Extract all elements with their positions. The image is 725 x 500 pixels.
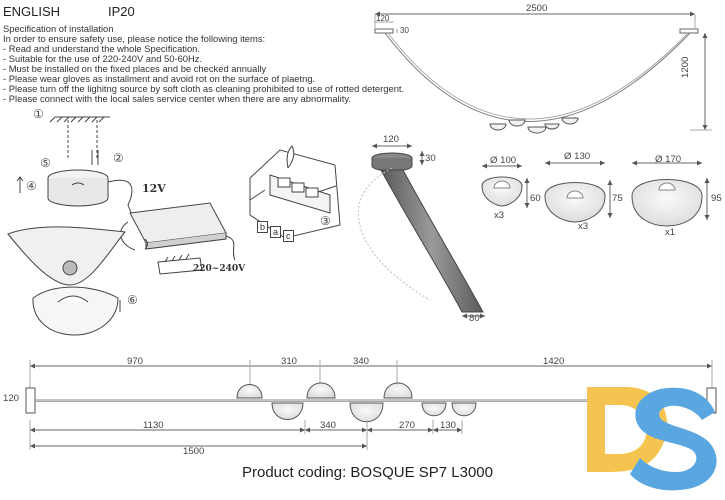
shade-diameter: Ø 130 (564, 151, 591, 162)
ds-logo (587, 387, 717, 491)
spec-item: - Please connect with the local sales se… (3, 93, 351, 104)
step-marker: ④ (26, 179, 37, 193)
front-dim: 310 (281, 356, 298, 367)
shade-height: 60 (530, 193, 541, 204)
shade-quantity: x3 (578, 221, 589, 232)
bar-width-dim: 80 (469, 313, 480, 324)
shade-height: 95 (711, 193, 722, 204)
canopy-diameter-dim: 120 (383, 134, 400, 145)
spec-item: - Suitable for the use of 220-240V and 5… (3, 53, 203, 64)
front-dim: 340 (320, 420, 337, 431)
shade-quantity: x1 (665, 227, 676, 238)
shade-size-views (481, 160, 710, 227)
canopy-width-dim: 120 (376, 14, 390, 23)
spec-item: - Please wear gloves as installment and … (3, 73, 316, 84)
language-label: ENGLISH (3, 4, 61, 19)
step-marker: ③ (320, 214, 331, 228)
spec-intro: In order to ensure safety use, please no… (3, 33, 266, 44)
terminal-label: c (283, 230, 294, 242)
mains-voltage-label: 220~240V (193, 264, 246, 274)
shade-diameter: Ø 170 (655, 154, 682, 165)
spec-title: Specification of installation (3, 23, 114, 34)
front-height-dim: 120 (3, 393, 20, 404)
driver-voltage-label: 12V (142, 182, 166, 195)
ip-rating: IP20 (108, 4, 135, 19)
step-marker: ② (113, 151, 124, 165)
overall-width-dim: 2500 (526, 3, 548, 14)
front-dim: 1420 (543, 356, 565, 367)
spec-item: - Read and understand the whole Specific… (3, 43, 201, 54)
front-dim: 970 (127, 356, 144, 367)
terminal-detail-sketch (249, 145, 341, 239)
front-dim: 1130 (143, 420, 164, 431)
shade-sketch (7, 226, 126, 336)
canopy-side-height-dim: 30 (425, 153, 436, 164)
front-dim: 340 (353, 356, 370, 367)
shade-height: 75 (612, 193, 623, 204)
terminal-label: a (270, 226, 282, 238)
spec-item: - Please turn off the lighitng source by… (3, 83, 405, 94)
overall-height-dim: 1200 (680, 56, 691, 78)
canopy-height-dim: 30 (400, 26, 409, 35)
canopy-side-view (357, 143, 485, 319)
step-marker: ⑤ (40, 156, 51, 170)
front-dim: 270 (399, 420, 416, 431)
product-coding: Product coding: BOSQUE SP7 L3000 (242, 464, 493, 481)
shade-diameter: Ø 100 (490, 155, 517, 166)
step-marker: ① (33, 107, 44, 121)
ceiling-mount-sketch (16, 116, 133, 216)
front-dim: 130 (440, 420, 457, 431)
step-marker: ⑥ (127, 293, 138, 307)
terminal-label: b (257, 221, 269, 233)
front-total-dim: 1500 (183, 446, 205, 457)
elevation-view (374, 11, 712, 134)
shade-quantity: x3 (494, 210, 505, 221)
spec-item: - Must be installed on the fixed places … (3, 63, 267, 74)
